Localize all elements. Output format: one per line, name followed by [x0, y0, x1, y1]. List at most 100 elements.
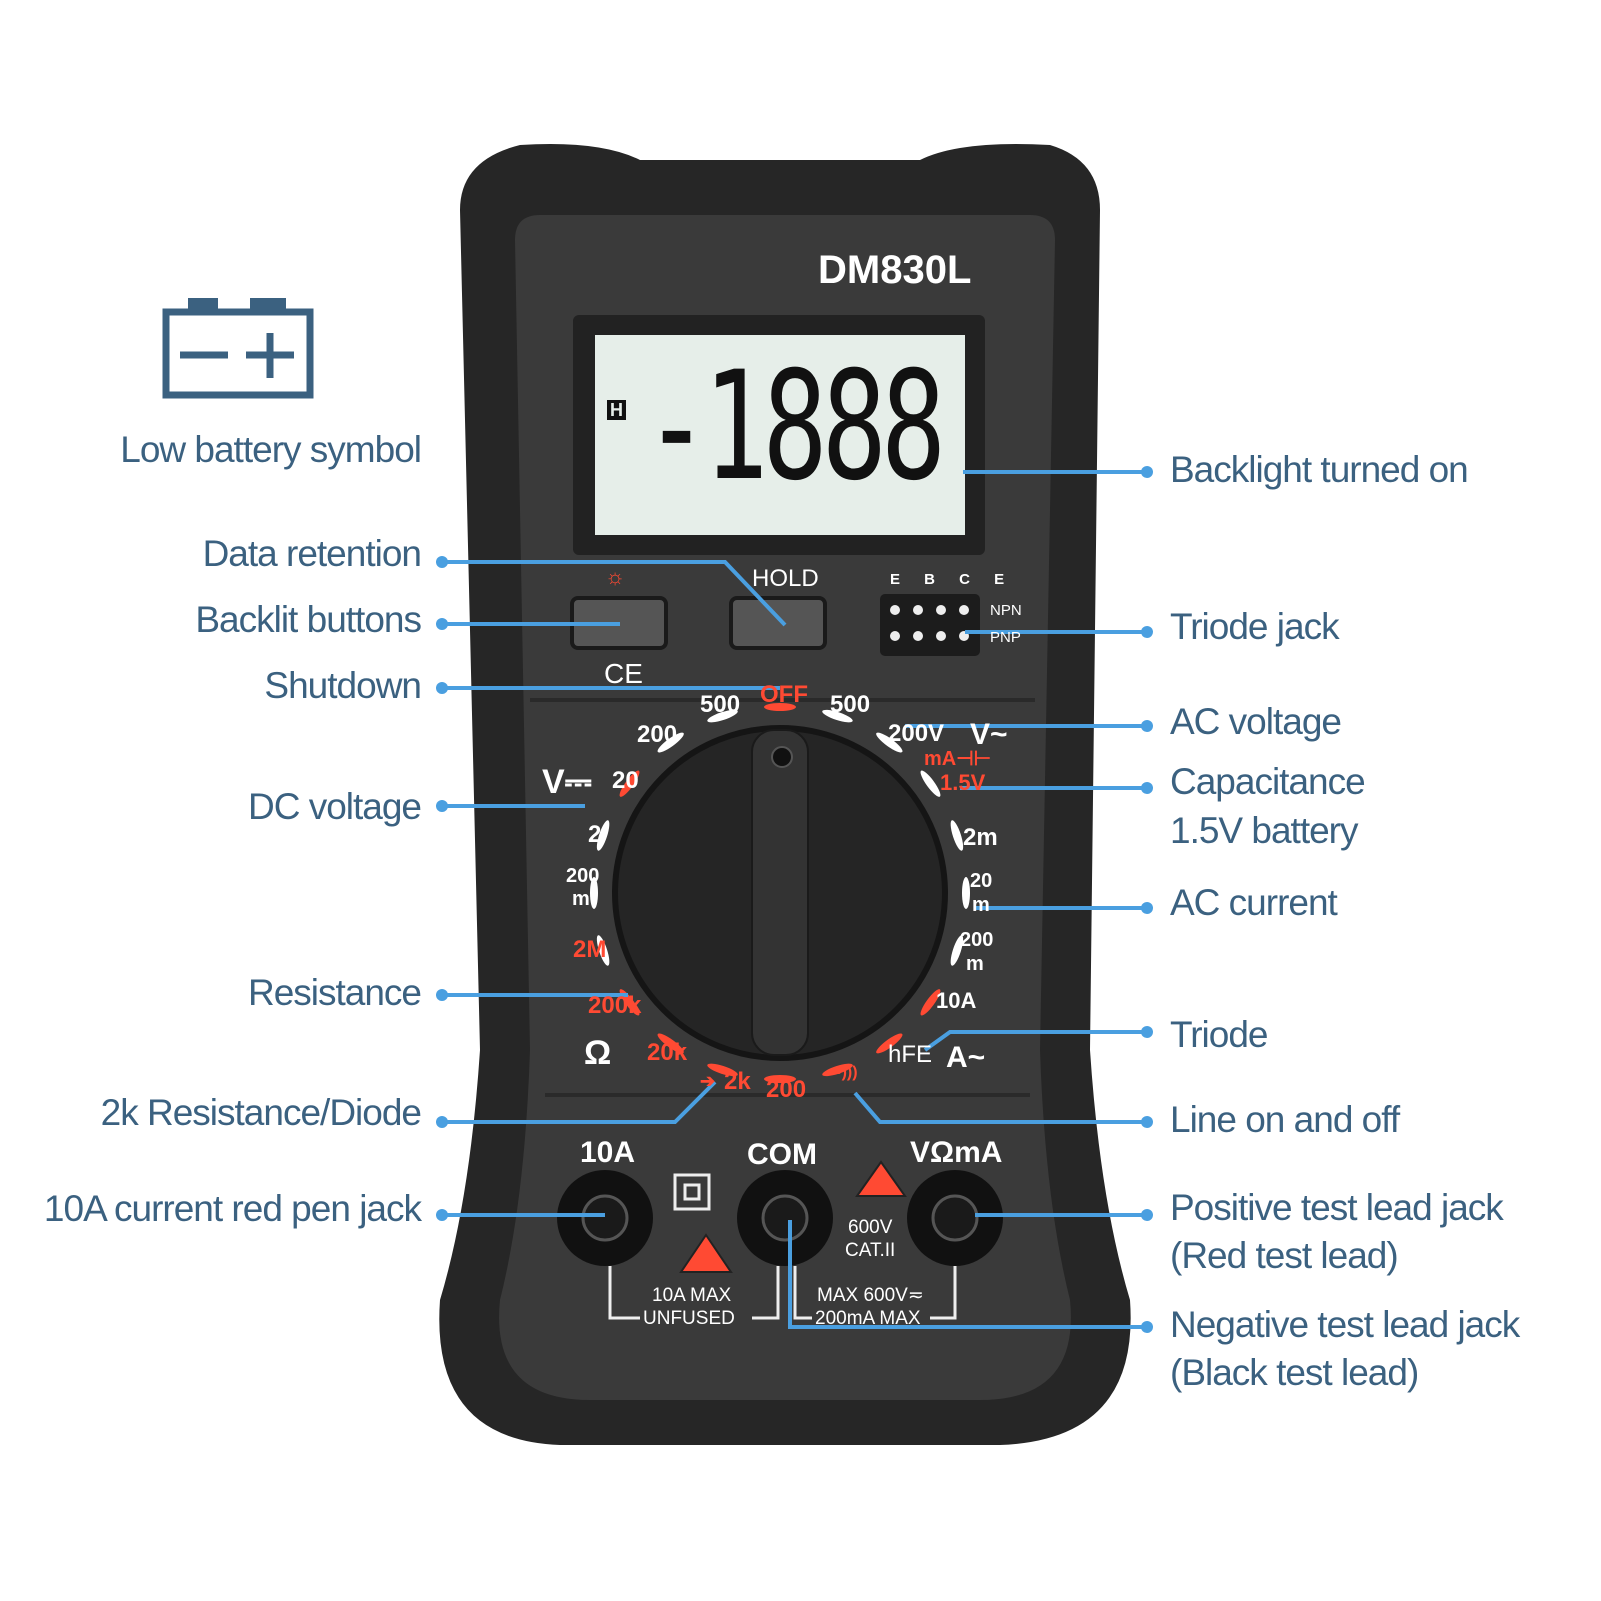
dial-tick: [876, 732, 903, 753]
dial-off[interactable]: OFF: [760, 681, 808, 708]
dial-res-20k[interactable]: 20k: [647, 1039, 688, 1066]
dial-aca-200[interactable]: 200: [960, 929, 994, 951]
callout-diode: 2k Resistance/Diode: [100, 1092, 422, 1133]
dial-dcv-200[interactable]: 200: [637, 721, 678, 748]
dial-tick: [596, 820, 610, 851]
callout-negative-jack-note: (Black test lead): [1170, 1352, 1419, 1393]
dial-tick: [707, 709, 738, 723]
high-voltage-icon: [855, 1160, 907, 1197]
jack-vma-note-1: MAX 600V≂: [817, 1285, 924, 1306]
callout-10a-jack: 10A current red pen jack: [43, 1188, 422, 1229]
dial-dcv-label: V⎓: [542, 763, 592, 801]
callout-battery-test: 1.5V battery: [1170, 810, 1359, 851]
dial-tick: [619, 770, 640, 797]
dial-tick: [764, 703, 796, 711]
npn-label: NPN: [990, 602, 1022, 619]
callout-backlight: Backlight turned on: [1170, 449, 1469, 490]
dial-pointer: [751, 729, 809, 1056]
callout-negative-jack: Negative test lead jack: [1170, 1304, 1520, 1345]
jack-10a: [557, 1170, 653, 1266]
dial-dcv-2[interactable]: 2: [588, 821, 602, 848]
dial-acv-200[interactable]: 200V: [888, 720, 945, 747]
dial-res-2m[interactable]: 2M: [573, 936, 607, 963]
triode-socket: [880, 594, 980, 656]
hold-label: HOLD: [752, 565, 819, 592]
dial-aca-10a[interactable]: 10A: [936, 988, 977, 1013]
model-name: DM830L: [818, 248, 972, 292]
dial-acv-label: V~: [970, 718, 1008, 751]
dial-res-200[interactable]: 200: [766, 1076, 807, 1103]
jack-com-label: COM: [747, 1138, 817, 1171]
triode-pin-labels: E B C E: [890, 571, 1015, 588]
dial-tick: [920, 989, 941, 1016]
cat-rating-1: 600V: [848, 1217, 893, 1238]
callout-resistance: Resistance: [247, 972, 422, 1013]
lcd-screen: [595, 335, 965, 535]
continuity-icon[interactable]: •))): [836, 1064, 858, 1081]
callout-backlit-buttons: Backlit buttons: [195, 599, 422, 640]
callout-positive-jack: Positive test lead jack: [1170, 1187, 1504, 1228]
dial-acv-500[interactable]: 500: [830, 691, 871, 718]
dial-tick: [657, 1033, 684, 1054]
dial-res-2k[interactable]: 2k: [724, 1068, 751, 1095]
callout-shutdown: Shutdown: [264, 665, 422, 706]
dial-aca-2m[interactable]: 2m: [963, 824, 998, 851]
callout-ac-current: AC current: [1170, 882, 1338, 923]
dial-dcv-500[interactable]: 500: [700, 691, 741, 718]
pnp-label: PNP: [990, 629, 1021, 646]
lcd-readout: -1888: [644, 340, 946, 514]
callout-ac-voltage: AC voltage: [1170, 701, 1342, 742]
hold-button: [729, 596, 827, 650]
dial-res-200k[interactable]: 200k: [588, 992, 642, 1019]
callout-data-retention: Data retention: [202, 533, 422, 574]
jack-vma-note-2: 200mA MAX: [815, 1308, 921, 1329]
dial-hfe[interactable]: hFE: [888, 1041, 933, 1068]
callout-low-battery: Low battery symbol: [120, 429, 422, 470]
dial-tick: [590, 877, 598, 909]
cat-rating-2: CAT.II: [845, 1240, 896, 1261]
callout-triode: Triode: [1170, 1014, 1269, 1055]
dial-capacitance[interactable]: mA⊣⊢: [924, 748, 992, 770]
jack-vma-label: VΩmA: [910, 1136, 1003, 1169]
dial-aca-200-unit: m: [966, 953, 984, 975]
dial-tick: [950, 935, 964, 966]
dial-tick: [596, 935, 610, 966]
dial-tick: [962, 877, 970, 909]
dial-ticks: [590, 703, 970, 1083]
dial-ohm-label: Ω: [584, 1034, 612, 1072]
dial-dcv-200m[interactable]: 200: [566, 865, 600, 887]
jack-10a-note-1: 10A MAX: [652, 1285, 732, 1306]
dial-tick: [920, 770, 941, 797]
callout-positive-jack-note: (Red test lead): [1170, 1235, 1399, 1276]
warning-icon: [679, 1233, 733, 1273]
double-insulation-icon: [673, 1173, 711, 1211]
dial-tick: [657, 732, 684, 753]
jack-10a-note-2: UNFUSED: [643, 1308, 735, 1329]
dial-dcv-200m-unit: m: [572, 888, 590, 910]
dial-tick: [707, 1063, 738, 1077]
dial-tick: [950, 820, 964, 851]
low-battery-icon: [162, 298, 314, 399]
callout-dc-voltage: DC voltage: [247, 786, 422, 827]
dial-tick: [822, 1063, 853, 1077]
dial-battery-1-5v[interactable]: 1.5V: [940, 770, 986, 795]
diode-icon: ➔: [700, 1071, 716, 1091]
callout-continuity: Line on and off: [1170, 1099, 1400, 1140]
jack-com: [737, 1170, 833, 1266]
dial-tick: [764, 1075, 796, 1083]
jack-vma: [907, 1170, 1003, 1266]
dial-aca-label: A~: [946, 1041, 986, 1074]
ce-mark: CE: [604, 658, 643, 689]
lcd-hold-indicator: H: [607, 400, 626, 420]
callout-lines: [442, 470, 1147, 1329]
jack-10a-label: 10A: [580, 1136, 636, 1169]
dial-tick: [876, 1033, 903, 1054]
callout-capacitance: Capacitance: [1170, 761, 1366, 802]
callout-triode-jack: Triode jack: [1170, 606, 1340, 647]
backlight-icon: ☼: [605, 564, 626, 589]
dial-aca-20[interactable]: 20: [970, 870, 993, 892]
dial-tick: [822, 709, 853, 723]
dial-dcv-20[interactable]: 20: [612, 767, 639, 794]
